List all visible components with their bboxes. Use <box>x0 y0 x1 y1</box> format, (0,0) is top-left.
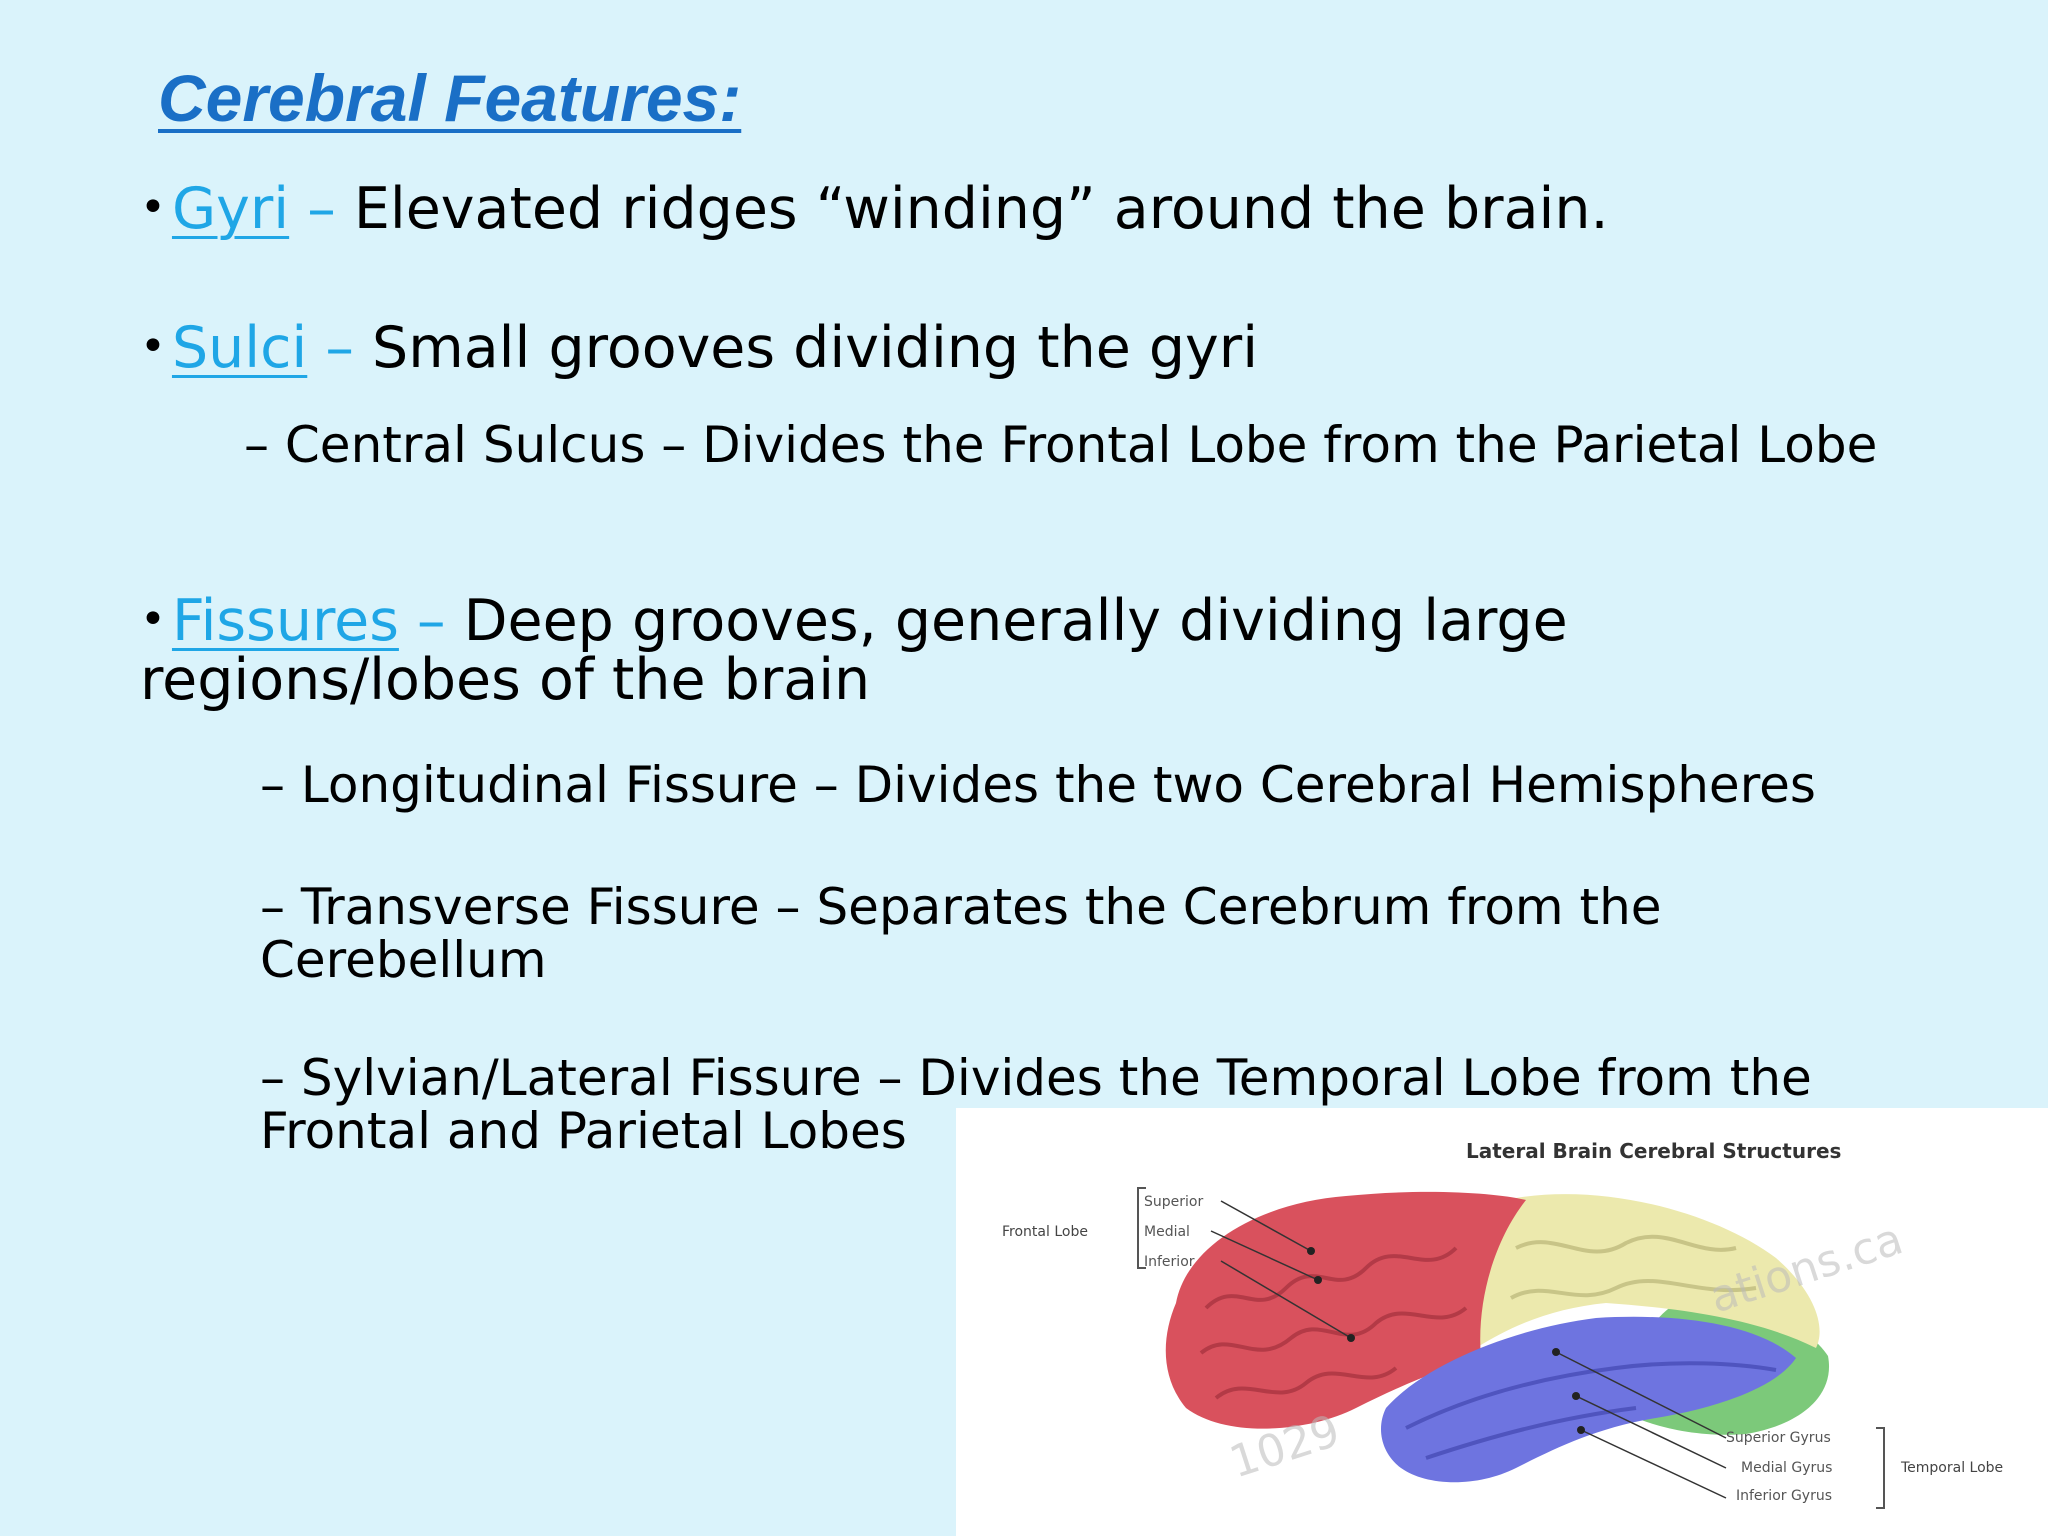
frontal-leader-lines <box>1210 1200 1352 1339</box>
bullet-dot: • <box>140 182 166 233</box>
sub-item-transverse-line2: Cerebellum <box>260 931 547 989</box>
definition-fissures-line1: Deep grooves, generally dividing large <box>463 588 1568 654</box>
term-dash: – <box>398 588 464 654</box>
brain-diagram: Lateral Brain Cerebral Structures Fronta… <box>1002 1139 2003 1509</box>
term-sulci[interactable]: Sulci <box>171 315 308 381</box>
bullet-fissures: •Fissures – Deep grooves, generally divi… <box>140 590 1568 651</box>
brain-figure: Lateral Brain Cerebral Structures Fronta… <box>956 1108 2048 1536</box>
bullet-gyri: •Gyri – Elevated ridges “winding” around… <box>140 178 1609 239</box>
term-gyri[interactable]: Gyri <box>171 176 290 242</box>
sub-item-central-sulcus: – Central Sulcus – Divides the Frontal L… <box>244 416 1878 474</box>
frontal-gyri-lines <box>1199 1246 1468 1400</box>
frontal-gyrus-medial: Medial <box>1144 1224 1190 1240</box>
page-title: Cerebral Features: <box>158 61 742 135</box>
figure-title: Lateral Brain Cerebral Structures <box>1466 1139 1841 1163</box>
temporal-bracket <box>1876 1427 1885 1509</box>
temporal-gyrus-inferior: Inferior Gyrus <box>1736 1488 1832 1504</box>
bullet-dot: • <box>140 321 166 372</box>
definition-gyri: Elevated ridges “winding” around the bra… <box>353 176 1609 242</box>
sub-item-sylvian-line1: – Sylvian/Lateral Fissure – Divides the … <box>260 1049 1812 1107</box>
term-fissures[interactable]: Fissures <box>171 588 399 654</box>
bullet-sulci: •Sulci – Small grooves dividing the gyri <box>140 317 1258 378</box>
sub-item-transverse-line1: – Transverse Fissure – Separates the Cer… <box>260 878 1662 936</box>
frontal-gyrus-superior: Superior <box>1144 1194 1203 1210</box>
sub-item-longitudinal: – Longitudinal Fissure – Divides the two… <box>260 756 1816 814</box>
definition-sulci: Small grooves dividing the gyri <box>372 315 1259 381</box>
bullet-dot: • <box>140 594 166 645</box>
parietal-lobe <box>1468 1194 1820 1348</box>
frontal-markers <box>1307 1247 1355 1342</box>
temporal-markers <box>1552 1348 1585 1434</box>
frontal-lobe-label: Frontal Lobe <box>1002 1224 1088 1240</box>
term-dash: – <box>289 176 354 242</box>
temporal-leader-lines <box>1555 1351 1727 1499</box>
temporal-lobe-label: Temporal Lobe <box>1900 1460 2003 1476</box>
frontal-gyrus-inferior: Inferior <box>1144 1254 1195 1270</box>
temporal-gyri-lines <box>1405 1361 1777 1460</box>
frontal-bracket <box>1137 1187 1146 1269</box>
definition-fissures-line2: regions/lobes of the brain <box>140 647 871 713</box>
term-dash: – <box>307 315 373 381</box>
sub-item-sylvian-line2: Frontal and Parietal Lobes <box>260 1102 907 1160</box>
temporal-gyrus-medial: Medial Gyrus <box>1741 1460 1832 1476</box>
parietal-gyri-lines <box>1510 1234 1757 1300</box>
temporal-gyrus-superior: Superior Gyrus <box>1726 1430 1831 1446</box>
